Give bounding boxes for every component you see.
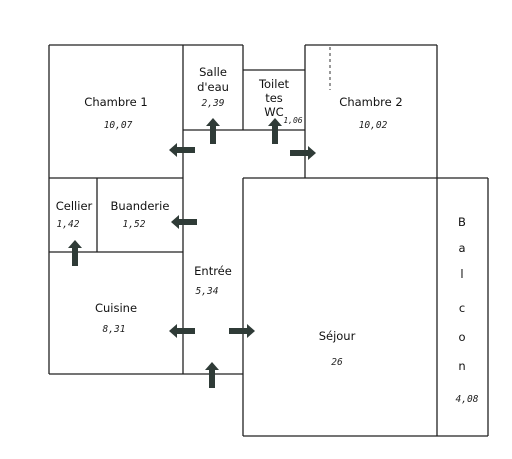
room-area-chambre1: 10,07 xyxy=(104,120,133,131)
room-name-entree: Entrée xyxy=(194,264,232,278)
room-name-toilet-1: Toilet xyxy=(258,77,290,91)
room-area-cuisine: 8,31 xyxy=(103,324,126,335)
arrow-right-icon xyxy=(290,146,316,160)
walls xyxy=(48,44,489,437)
room-name-toilet-3: WC xyxy=(264,105,283,119)
arrow-up-icon xyxy=(68,240,82,266)
room-name-cellier: Cellier xyxy=(56,199,93,213)
room-name-sejour: Séjour xyxy=(319,329,356,343)
room-name-salle-eau-2: d'eau xyxy=(197,80,229,94)
room-name-chambre2: Chambre 2 xyxy=(339,95,402,109)
room-area-buanderie: 1,52 xyxy=(123,219,146,230)
arrow-left-icon xyxy=(169,324,195,338)
room-area-entree: 5,34 xyxy=(196,286,219,297)
room-name-cuisine: Cuisine xyxy=(95,301,137,315)
room-name-salle-eau-1: Salle xyxy=(199,65,227,79)
room-labels: Chambre 1 10,07 Salle d'eau 2,39 Toilet … xyxy=(56,65,479,405)
room-name-chambre1: Chambre 1 xyxy=(84,95,147,109)
room-area-cellier: 1,42 xyxy=(57,219,80,230)
arrow-right-icon xyxy=(229,324,255,338)
room-name-balcon-6: n xyxy=(458,359,465,373)
room-name-balcon-2: a xyxy=(458,241,465,255)
room-name-balcon-1: B xyxy=(458,215,466,229)
arrow-left-icon xyxy=(171,215,197,229)
arrow-left-icon xyxy=(169,143,195,157)
arrow-up-icon xyxy=(206,118,220,144)
room-name-balcon-3: l xyxy=(460,267,463,281)
room-area-toilet: 1,06 xyxy=(283,116,302,125)
room-name-toilet-2: tes xyxy=(265,91,283,105)
room-area-sejour: 26 xyxy=(331,357,343,368)
arrow-up-icon xyxy=(205,362,219,388)
room-area-salle-eau: 2,39 xyxy=(202,98,225,109)
room-name-balcon-4: c xyxy=(459,301,465,315)
room-area-balcon: 4,08 xyxy=(456,394,479,405)
room-name-buanderie: Buanderie xyxy=(111,199,170,213)
room-area-chambre2: 10,02 xyxy=(359,120,388,131)
door-arrows xyxy=(68,118,316,388)
room-name-balcon-5: o xyxy=(458,330,465,344)
arrow-up-icon xyxy=(268,118,282,144)
